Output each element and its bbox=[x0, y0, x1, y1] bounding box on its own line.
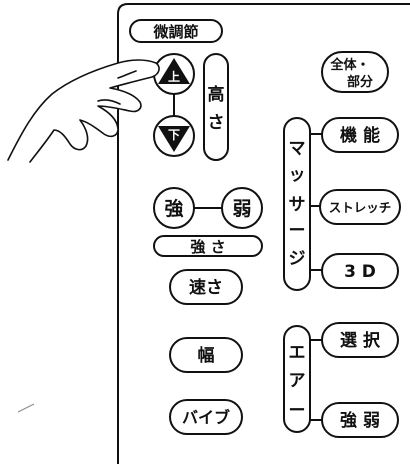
massage-group: マ ッ サ ー ジ bbox=[283, 117, 322, 291]
svg-text:機 能: 機 能 bbox=[340, 125, 380, 146]
svg-text:さ: さ bbox=[208, 113, 225, 133]
vibe-button[interactable]: バイブ bbox=[169, 399, 243, 435]
svg-text:速さ: 速さ bbox=[189, 277, 223, 298]
svg-text:ー: ー bbox=[289, 221, 306, 241]
svg-text:高: 高 bbox=[208, 84, 225, 105]
stretch-button[interactable]: ストレッチ bbox=[319, 189, 401, 225]
svg-text:ッ: ッ bbox=[289, 165, 306, 185]
svg-text:バイブ: バイブ bbox=[182, 408, 230, 427]
pointing-hand-illustration bbox=[7, 59, 160, 163]
svg-text:ア: ア bbox=[289, 371, 306, 391]
svg-text:上: 上 bbox=[168, 69, 180, 84]
svg-text:サ: サ bbox=[289, 195, 306, 215]
strength-label: 強 さ bbox=[153, 235, 263, 257]
function-button[interactable]: 機 能 bbox=[321, 117, 399, 153]
svg-text:微調節: 微調節 bbox=[152, 23, 198, 41]
width-button[interactable]: 幅 bbox=[169, 337, 243, 373]
svg-text:ー: ー bbox=[289, 401, 306, 421]
svg-text:部分: 部分 bbox=[347, 74, 373, 90]
strong-button[interactable]: 強 bbox=[153, 187, 195, 229]
svg-text:ストレッチ: ストレッチ bbox=[329, 200, 392, 215]
air-label: エ ア ー bbox=[283, 325, 311, 433]
up-arrow-icon bbox=[158, 58, 190, 84]
select-button[interactable]: 選 択 bbox=[321, 322, 399, 358]
svg-text:強 さ: 強 さ bbox=[190, 238, 225, 256]
stray-mark bbox=[17, 403, 35, 413]
svg-text:全体・: 全体・ bbox=[329, 57, 369, 73]
svg-text:下: 下 bbox=[168, 128, 180, 142]
svg-text:弱: 弱 bbox=[232, 198, 251, 220]
svg-text:マ: マ bbox=[289, 139, 306, 159]
down-button[interactable]: 下 bbox=[153, 115, 195, 157]
svg-text:強: 強 bbox=[164, 198, 183, 220]
air-strength-button[interactable]: 強 弱 bbox=[321, 402, 399, 438]
svg-text:ジ: ジ bbox=[289, 249, 306, 269]
massage-label: マ ッ サ ー ジ bbox=[283, 117, 311, 291]
panel-outline bbox=[117, 3, 410, 464]
svg-text:幅: 幅 bbox=[198, 345, 215, 366]
height-label: 高 さ bbox=[203, 53, 229, 161]
fine-adjust-label: 微調節 bbox=[129, 19, 223, 43]
svg-text:選 択: 選 択 bbox=[340, 330, 381, 351]
whole-part-button[interactable]: 全体・ 部分 bbox=[321, 51, 389, 93]
up-button[interactable]: 上 bbox=[153, 53, 195, 95]
speed-button[interactable]: 速さ bbox=[169, 269, 243, 305]
svg-text:エ: エ bbox=[289, 343, 306, 363]
weak-button[interactable]: 弱 bbox=[221, 187, 263, 229]
air-group: エ ア ー bbox=[283, 325, 322, 433]
down-arrow-icon bbox=[158, 126, 190, 152]
svg-text:強 弱: 強 弱 bbox=[340, 410, 380, 431]
svg-text:3 D: 3 D bbox=[344, 262, 376, 282]
threed-button[interactable]: 3 D bbox=[321, 253, 399, 289]
